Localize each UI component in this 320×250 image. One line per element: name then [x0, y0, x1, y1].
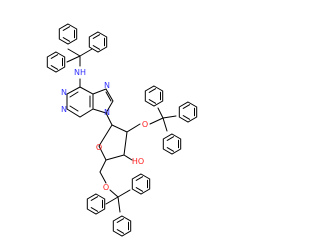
bond-c-ph9	[117, 196, 121, 213]
bond-n9-c1prime	[105, 112, 113, 126]
atom-o-lower: O	[103, 183, 109, 192]
bond-o-c	[149, 117, 164, 125]
bond-c-ph8	[117, 189, 131, 198]
bond-o-c	[109, 189, 119, 198]
imidazole-ring	[92, 88, 114, 114]
phenyl-ring-7	[86, 193, 106, 215]
double-bond-c6-n1	[69, 91, 79, 98]
double-bond-c8-n7	[105, 91, 112, 102]
phenyl-ring-8	[131, 173, 151, 195]
atom-nh: NH	[74, 68, 86, 77]
molecule-drawing: NH N N N N O O HO O	[46, 23, 198, 237]
trityl-group-o-lower	[86, 173, 151, 237]
double-bond-c2-n3	[69, 105, 79, 112]
ribose-ring	[98, 123, 141, 184]
structure-canvas: NH N N N N O O HO O	[46, 23, 198, 237]
bond-c-ph5	[162, 115, 177, 119]
atom-o-ring: O	[96, 143, 102, 152]
bond-c-ph4	[157, 107, 164, 119]
bond-c-ph6	[162, 117, 168, 132]
bond-c4-c5	[99, 159, 107, 173]
bond-c3-oh	[123, 154, 133, 161]
atom-n7: N	[104, 81, 110, 90]
atom-n3: N	[61, 105, 67, 114]
phenyl-ring-3	[46, 51, 66, 73]
bond-c2-c3	[123, 131, 128, 156]
atom-n1: N	[61, 88, 67, 97]
phenyl-ring-1	[58, 23, 78, 45]
bond-c3-c4	[105, 154, 125, 161]
bond-c-ph7	[105, 196, 119, 205]
atom-n9: N	[104, 108, 110, 117]
bond-o-c1	[98, 124, 113, 147]
atom-oh: HO	[132, 157, 144, 166]
trityl-group-n	[46, 23, 108, 73]
pyrimidine-ring	[66, 86, 94, 118]
bond-c5-o	[99, 171, 107, 184]
bond-c-ph2	[79, 48, 93, 57]
phenyl-ring-2	[88, 31, 108, 53]
atom-o-upper: O	[142, 120, 148, 129]
trityl-group-o-upper	[144, 85, 198, 155]
bond-c-ph3	[66, 55, 81, 63]
phenyl-ring-6	[162, 133, 182, 155]
bond-c2-o	[126, 123, 141, 133]
bond-c1-c2	[111, 124, 128, 133]
atom-labels: NH N N N N O O HO O	[61, 68, 148, 192]
phenyl-ring-9	[112, 215, 132, 237]
bond-c4-o	[98, 145, 107, 161]
phenyl-ring-5	[178, 101, 198, 123]
phenyl-ring-4	[144, 85, 164, 107]
bond-c-ph1	[67, 48, 81, 57]
purine-base	[66, 78, 114, 126]
